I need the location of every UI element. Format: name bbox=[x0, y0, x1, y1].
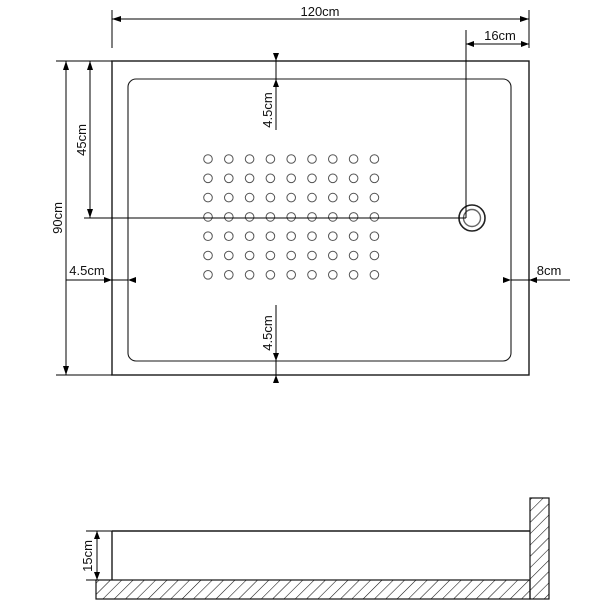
anti-slip-dot bbox=[286, 154, 297, 164]
dimension-left-rim: 4.5cm bbox=[66, 263, 136, 283]
anti-slip-dot bbox=[328, 270, 338, 280]
anti-slip-dot bbox=[286, 250, 297, 261]
anti-slip-dot bbox=[348, 192, 359, 203]
anti-slip-dot bbox=[307, 212, 317, 222]
anti-slip-dot bbox=[369, 212, 380, 222]
anti-slip-dot bbox=[224, 192, 234, 203]
anti-slip-dot bbox=[265, 212, 276, 222]
anti-slip-dot bbox=[369, 231, 380, 241]
anti-slip-dot bbox=[328, 154, 338, 164]
right-rim-label: 8cm bbox=[537, 263, 562, 278]
anti-slip-dot bbox=[224, 173, 234, 184]
anti-slip-dot bbox=[203, 231, 213, 241]
anti-slip-dot bbox=[348, 212, 359, 222]
anti-slip-dot bbox=[348, 154, 359, 164]
anti-slip-dot bbox=[203, 173, 213, 184]
anti-slip-dot bbox=[244, 192, 255, 203]
floor-hatch bbox=[95, 579, 531, 600]
anti-slip-dot bbox=[265, 250, 276, 261]
anti-slip-dot bbox=[328, 250, 338, 261]
anti-slip-dot bbox=[348, 231, 359, 241]
bottom-rim-label: 4.5cm bbox=[260, 315, 275, 350]
anti-slip-dot bbox=[244, 154, 255, 164]
dimension-drain-center-height: 45cm bbox=[74, 61, 93, 218]
side-height-label: 15cm bbox=[80, 540, 95, 572]
anti-slip-dot bbox=[244, 231, 255, 241]
anti-slip-dot bbox=[224, 270, 234, 280]
width-label: 120cm bbox=[300, 4, 339, 19]
anti-slip-dot bbox=[203, 250, 213, 261]
wall-hatch bbox=[529, 497, 550, 600]
anti-slip-dot bbox=[265, 231, 276, 241]
anti-slip-dot bbox=[369, 250, 380, 261]
anti-slip-dot bbox=[244, 173, 255, 184]
anti-slip-dot bbox=[203, 270, 213, 280]
anti-slip-dot bbox=[328, 212, 338, 222]
anti-slip-dot bbox=[265, 192, 276, 203]
anti-slip-dot bbox=[224, 231, 234, 241]
dimension-side-height: 15cm bbox=[80, 530, 112, 581]
anti-slip-dot bbox=[369, 270, 380, 280]
anti-slip-dot bbox=[265, 173, 276, 184]
anti-slip-dot bbox=[224, 154, 234, 164]
anti-slip-dot bbox=[244, 212, 255, 222]
anti-slip-dot bbox=[348, 270, 359, 280]
anti-slip-dot bbox=[203, 192, 213, 203]
anti-slip-dot bbox=[328, 231, 338, 241]
anti-slip-dot bbox=[286, 212, 297, 222]
anti-slip-dot bbox=[203, 154, 213, 164]
anti-slip-dot bbox=[328, 173, 338, 184]
anti-slip-dot bbox=[369, 154, 380, 164]
anti-slip-dot bbox=[307, 173, 317, 184]
anti-slip-dot bbox=[224, 250, 234, 261]
dimension-top-rim: 4.5cm bbox=[260, 53, 279, 130]
anti-slip-dot bbox=[265, 154, 276, 164]
anti-slip-dot bbox=[369, 192, 380, 203]
anti-slip-dot bbox=[244, 270, 255, 280]
top-rim-label: 4.5cm bbox=[260, 92, 275, 127]
anti-slip-dot bbox=[307, 192, 317, 203]
left-rim-label: 4.5cm bbox=[69, 263, 104, 278]
dimension-bottom-rim: 4.5cm bbox=[260, 305, 279, 383]
dimension-height: 90cm bbox=[50, 60, 112, 376]
anti-slip-dot bbox=[369, 173, 380, 184]
dimension-drain-offset: 16cm bbox=[466, 28, 529, 47]
anti-slip-dot bbox=[348, 173, 359, 184]
anti-slip-dot bbox=[286, 231, 297, 241]
anti-slip-dot bbox=[307, 250, 317, 261]
anti-slip-dot bbox=[348, 250, 359, 261]
anti-slip-dot bbox=[286, 173, 297, 184]
anti-slip-dot bbox=[286, 270, 297, 280]
anti-slip-dot bbox=[286, 192, 297, 203]
anti-slip-dot bbox=[265, 270, 276, 280]
drain-offset-label: 16cm bbox=[484, 28, 516, 43]
anti-slip-dot bbox=[244, 250, 255, 261]
plan-view bbox=[84, 30, 530, 376]
anti-slip-dot bbox=[307, 270, 317, 280]
anti-slip-dot bbox=[307, 154, 317, 164]
dimension-width: 120cm bbox=[111, 4, 530, 48]
anti-slip-dot-grid bbox=[203, 154, 380, 280]
anti-slip-dot bbox=[328, 192, 338, 203]
drain-center-height-label: 45cm bbox=[74, 124, 89, 156]
height-label: 90cm bbox=[50, 202, 65, 234]
anti-slip-dot bbox=[203, 212, 213, 222]
dimension-right-rim: 8cm bbox=[503, 263, 570, 283]
tray-inner-basin bbox=[127, 78, 512, 362]
anti-slip-dot bbox=[307, 231, 317, 241]
anti-slip-dot bbox=[224, 212, 234, 222]
side-view: 15cm bbox=[80, 497, 550, 600]
